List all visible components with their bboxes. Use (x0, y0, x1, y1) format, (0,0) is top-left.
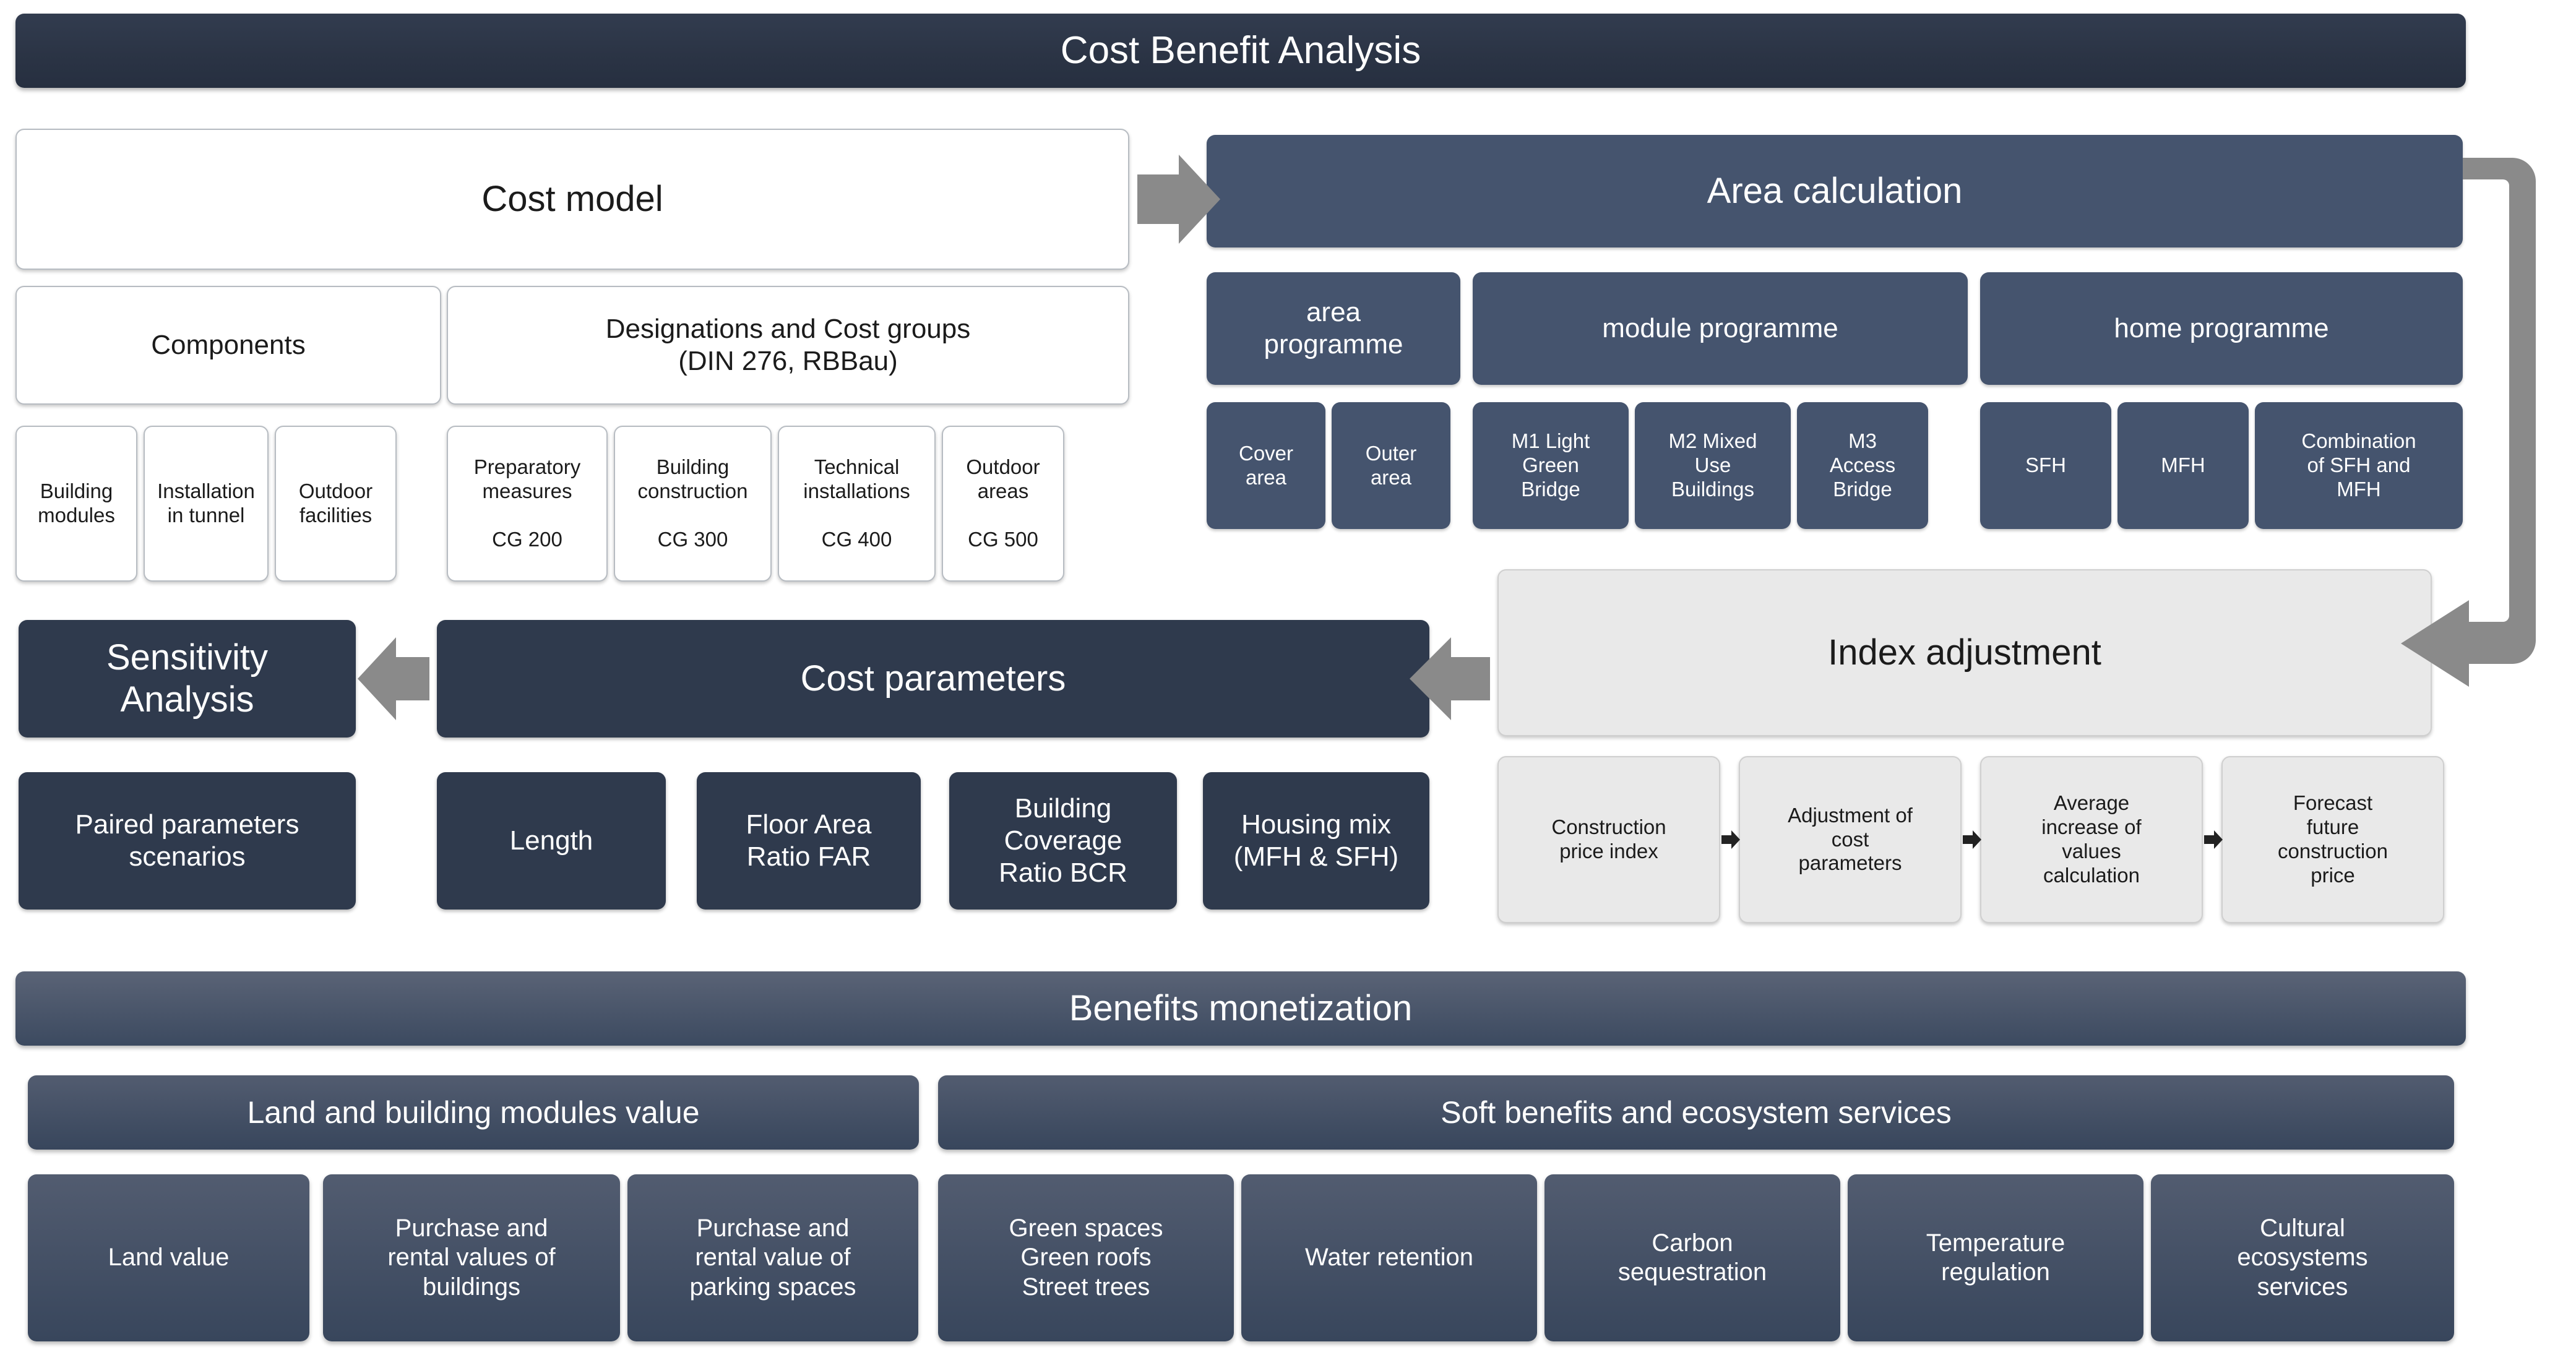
item-label: Outer area (1365, 441, 1417, 489)
parameter-label: Length (509, 825, 593, 856)
index-step-forecast-future-construction-price: Forecast future construction price (2221, 756, 2444, 923)
cost-model-item-building-modules: Building modules (15, 426, 137, 582)
programme-label: area programme (1264, 297, 1403, 359)
cost-parameters-title: Cost parameters (800, 658, 1066, 699)
benefit-item-purchase-rental-parking: Purchase and rental value of parking spa… (627, 1174, 918, 1341)
benefit-label: Purchase and rental value of parking spa… (689, 1215, 856, 1301)
area-item-cover-area: Cover area (1207, 402, 1325, 529)
benefit-item-cultural-ecosystems-services: Cultural ecosystems services (2151, 1174, 2454, 1341)
programme-label: home programme (2114, 313, 2329, 344)
home-programme-box: home programme (1980, 272, 2463, 385)
cost-model-header: Cost model (15, 129, 1129, 270)
category-label: Land and building modules value (247, 1095, 700, 1130)
item-label: M2 Mixed Use Buildings (1668, 429, 1757, 501)
cost-model-item-outdoor-areas: Outdoor areas CG 500 (942, 426, 1064, 582)
cost-parameters-header: Cost parameters (437, 620, 1429, 738)
index-step-average-increase-of-values: Average increase of values calculation (1980, 756, 2203, 923)
item-label: Building construction CG 300 (637, 455, 748, 551)
cost-model-item-installation-in-tunnel: Installation in tunnel (144, 426, 269, 582)
benefit-label: Water retention (1305, 1244, 1473, 1271)
item-label: Building modules (38, 480, 115, 527)
item-label: Technical installations CG 400 (803, 455, 910, 551)
module-programme-box: module programme (1473, 272, 1968, 385)
area-item-m2-mixed-use-buildings: M2 Mixed Use Buildings (1635, 402, 1791, 529)
paired-parameters-label: Paired parameters scenarios (75, 809, 299, 872)
area-calculation-title: Area calculation (1707, 170, 1963, 211)
index-step-1-to-2-arrow (1721, 830, 1740, 849)
item-label: Cover area (1238, 441, 1294, 489)
cost-model-group-designations: Designations and Cost groups (DIN 276, R… (447, 286, 1129, 405)
parameter-label: Housing mix (MFH & SFH) (1233, 809, 1399, 872)
area-item-sfh: SFH (1980, 402, 2111, 529)
index-step-3-to-4-arrow (2204, 830, 2223, 849)
cost-model-item-building-construction: Building construction CG 300 (614, 426, 772, 582)
area-item-m3-access-bridge: M3 Access Bridge (1797, 402, 1928, 529)
item-label: Outdoor facilities (298, 480, 373, 527)
step-label: Average increase of values calculation (2041, 791, 2142, 887)
cost-parameter-length: Length (437, 772, 666, 910)
cost-parameter-building-coverage-ratio: Building Coverage Ratio BCR (949, 772, 1177, 910)
benefit-item-carbon-sequestration: Carbon sequestration (1544, 1174, 1840, 1341)
area-item-mfh: MFH (2117, 402, 2249, 529)
benefit-item-land-value: Land value (28, 1174, 309, 1341)
step-label: Adjustment of cost parameters (1788, 803, 1913, 875)
group-label: Designations and Cost groups (DIN 276, R… (605, 314, 971, 376)
index-adjustment-title: Index adjustment (1828, 632, 2101, 673)
benefit-item-water-retention: Water retention (1241, 1174, 1537, 1341)
area-programme-box: area programme (1207, 272, 1460, 385)
index-adjustment-header: Index adjustment (1497, 569, 2432, 736)
area-item-m1-light-green-bridge: M1 Light Green Bridge (1473, 402, 1629, 529)
item-label: Outdoor areas CG 500 (966, 455, 1040, 551)
benefit-item-green-spaces: Green spaces Green roofs Street trees (938, 1174, 1234, 1341)
benefits-monetization-header: Benefits monetization (15, 971, 2466, 1046)
benefit-label: Purchase and rental values of buildings (387, 1215, 556, 1301)
cost-model-item-outdoor-facilities: Outdoor facilities (275, 426, 397, 582)
benefit-label: Cultural ecosystems services (2237, 1215, 2368, 1301)
step-label: Construction price index (1551, 815, 1666, 863)
category-label: Soft benefits and ecosystem services (1441, 1095, 1952, 1130)
item-label: SFH (2025, 454, 2066, 477)
benefit-label: Land value (108, 1244, 230, 1271)
benefits-title: Benefits monetization (1069, 987, 1413, 1028)
benefit-label: Green spaces Green roofs Street trees (1009, 1215, 1163, 1301)
parameter-label: Building Coverage Ratio BCR (999, 793, 1127, 888)
benefit-item-purchase-rental-buildings: Purchase and rental values of buildings (323, 1174, 620, 1341)
area-item-outer-area: Outer area (1332, 402, 1450, 529)
item-label: M3 Access Bridge (1829, 429, 1896, 501)
item-label: Combination of SFH and MFH (2301, 429, 2416, 501)
cost-model-item-technical-installations: Technical installations CG 400 (778, 426, 936, 582)
cost-model-item-preparatory-measures: Preparatory measures CG 200 (447, 426, 608, 582)
item-label: MFH (2161, 454, 2205, 477)
programme-label: module programme (1602, 313, 1838, 344)
benefits-category-land-and-building: Land and building modules value (28, 1075, 919, 1150)
item-label: Preparatory measures CG 200 (473, 455, 581, 551)
cost-parameters-to-sensitivity-analysis-arrow (358, 637, 429, 720)
benefit-label: Temperature regulation (1926, 1229, 2066, 1286)
index-step-construction-price-index: Construction price index (1497, 756, 1720, 923)
benefit-label: Carbon sequestration (1618, 1229, 1767, 1286)
benefit-item-temperature-regulation: Temperature regulation (1848, 1174, 2143, 1341)
paired-parameters-scenarios-box: Paired parameters scenarios (19, 772, 356, 910)
cost-model-title: Cost model (481, 178, 663, 219)
item-label: Installation in tunnel (157, 480, 255, 527)
cost-parameter-floor-area-ratio: Floor Area Ratio FAR (697, 772, 921, 910)
group-label: Components (151, 330, 306, 361)
parameter-label: Floor Area Ratio FAR (746, 809, 872, 872)
cost-model-group-components: Components (15, 286, 441, 405)
cost-parameter-housing-mix: Housing mix (MFH & SFH) (1203, 772, 1429, 910)
sensitivity-analysis-box: Sensitivity Analysis (19, 620, 356, 738)
diagram-title-bar: Cost Benefit Analysis (15, 14, 2466, 88)
benefits-category-soft-benefits: Soft benefits and ecosystem services (938, 1075, 2454, 1150)
page-title: Cost Benefit Analysis (1060, 29, 1421, 72)
index-step-adjustment-of-cost-parameters: Adjustment of cost parameters (1739, 756, 1962, 923)
area-calculation-header: Area calculation (1207, 135, 2463, 247)
index-step-2-to-3-arrow (1963, 830, 1981, 849)
item-label: M1 Light Green Bridge (1511, 429, 1590, 501)
step-label: Forecast future construction price (2278, 791, 2388, 887)
sensitivity-analysis-title: Sensitivity Analysis (106, 637, 269, 720)
area-item-combination-sfh-mfh: Combination of SFH and MFH (2255, 402, 2463, 529)
